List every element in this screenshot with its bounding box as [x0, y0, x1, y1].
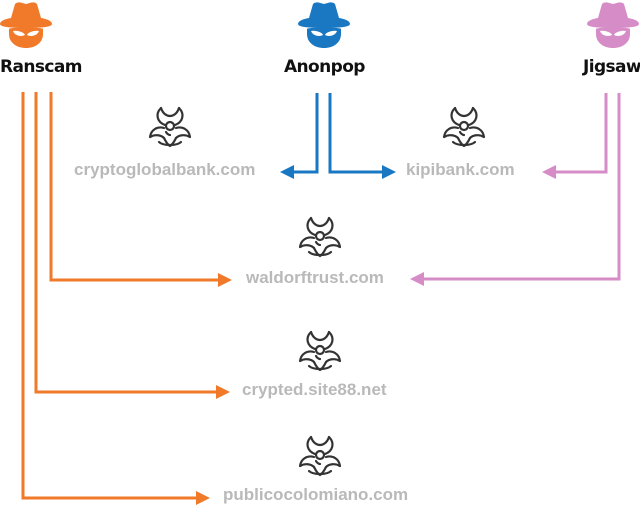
link-anonpop-cryptoglobalbank: [280, 93, 319, 179]
link-ranscam-cryptedsite88: [34, 92, 230, 399]
domain-label: publicocolomiano.com: [223, 485, 409, 504]
biohazard-icon: [297, 214, 343, 258]
arrowhead: [542, 165, 556, 179]
arrowhead: [382, 165, 396, 179]
actor-label: Anonpop: [284, 57, 365, 77]
spy-icon: [0, 0, 55, 48]
arrowhead: [410, 272, 424, 286]
domain-label: cryptoglobalbank.com: [74, 160, 256, 179]
domain-label: crypted.site88.net: [242, 380, 387, 399]
spy-icon: [584, 0, 640, 48]
domain-label: kipibank.com: [406, 160, 515, 179]
link-jigsaw-waldorftrust: [410, 93, 621, 286]
spy-icon: [295, 0, 353, 48]
link-ranscam-waldorftrust: [49, 92, 232, 287]
biohazard-icon: [147, 104, 193, 148]
link-jigsaw-kipibank: [542, 93, 608, 179]
arrowhead: [216, 385, 230, 399]
biohazard-icon: [297, 328, 343, 372]
link-anonpop-kipibank: [328, 93, 396, 179]
link-ranscam-publicocolomiano: [21, 92, 210, 505]
biohazard-icon: [441, 104, 487, 148]
actor-label: Ranscam: [0, 57, 82, 77]
arrowhead: [196, 491, 210, 505]
domain-label: waldorftrust.com: [246, 268, 384, 287]
arrowhead: [218, 273, 232, 287]
biohazard-icon: [297, 433, 343, 477]
arrowhead: [280, 165, 294, 179]
actor-label: Jigsaw: [583, 57, 640, 77]
